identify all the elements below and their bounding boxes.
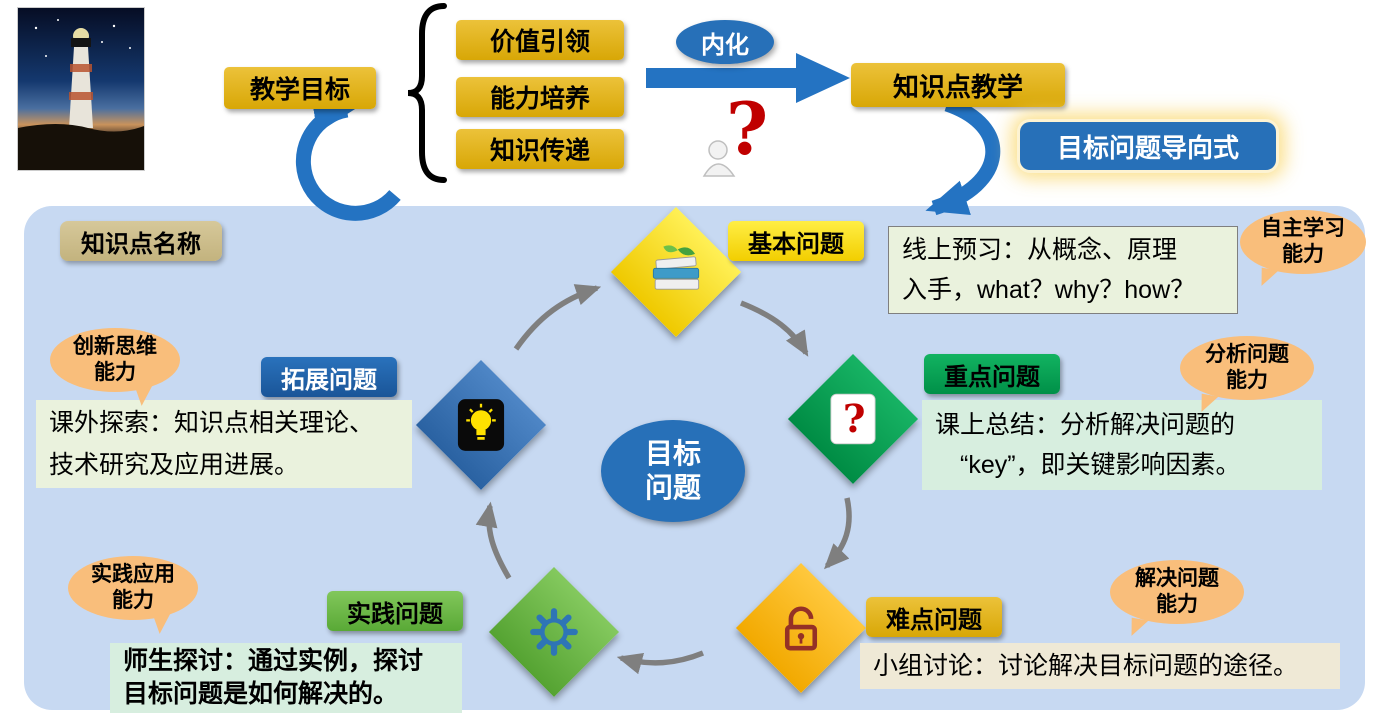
label-practice-problem: 实践问题 (327, 591, 463, 631)
gear-icon (527, 605, 581, 659)
teaching-goal-label: 教学目标 (249, 76, 350, 104)
target-problem-label: 目标 问题 (644, 438, 701, 503)
diamond-basic-problem (610, 206, 742, 338)
knowledge-point-name-label: 知识点名称 (81, 230, 201, 258)
diamond-practice-problem (488, 566, 620, 698)
label-difficult-problem: 难点问题 (866, 597, 1002, 637)
label-difficult-problem-text: 难点问题 (886, 606, 982, 634)
knowledge-teaching-label: 知识点教学 (892, 71, 1023, 102)
lock-icon (779, 603, 823, 653)
goal-item-ability: 能力培养 (456, 77, 624, 117)
label-basic-problem-text: 基本问题 (748, 230, 844, 258)
question-figure-icon: ? (702, 90, 768, 177)
bubble-innovation-ability: 创新思维 能力 (50, 328, 180, 392)
diamond-key-problem: ? (787, 353, 919, 485)
label-extend-problem: 拓展问题 (261, 357, 397, 397)
bulb-icon (457, 398, 505, 452)
svg-text:?: ? (843, 397, 866, 442)
desc-extend-problem: 课外探索：知识点相关理论、 技术研究及应用进展。 (36, 400, 412, 488)
desc-practice-problem: 师生探讨：通过实例，探讨 目标问题是如何解决的。 (110, 643, 462, 713)
bubble-solving-ability: 解决问题 能力 (1110, 560, 1244, 624)
desc-difficult-problem: 小组讨论：讨论解决目标问题的途径。 (860, 643, 1340, 689)
label-key-problem: 重点问题 (924, 354, 1060, 394)
goal-item-value: 价值引领 (456, 20, 624, 60)
desc-key-problem: 课上总结：分析解决问题的 “key”，即关键影响因素。 (922, 400, 1322, 490)
teaching-goal-box: 教学目标 (224, 67, 376, 109)
knowledge-teaching-box: 知识点教学 (851, 63, 1065, 107)
knowledge-point-name-box: 知识点名称 (60, 221, 222, 261)
diamond-difficult-problem (735, 562, 867, 694)
feedback-loop-arrow (295, 97, 401, 221)
lighthouse-photo (18, 8, 144, 170)
diamond-extend-problem (415, 359, 547, 491)
goal-item-ability-label: 能力培养 (489, 85, 590, 113)
label-key-problem-text: 重点问题 (944, 363, 1040, 391)
books-icon (647, 245, 705, 299)
internalize-ellipse: 内化 (676, 20, 774, 64)
brace-icon (407, 3, 447, 183)
bubble-practice-ability: 实践应用 能力 (68, 556, 198, 620)
lighthouse-graphic (18, 8, 144, 170)
method-badge: 目标问题导向式 (1020, 122, 1276, 170)
method-badge-label: 目标问题导向式 (1056, 132, 1239, 163)
internalize-label: 内化 (701, 31, 749, 59)
desc-basic-problem: 线上预习：从概念、原理 入手，what？why？how？ (888, 226, 1238, 314)
question-icon: ? (830, 393, 876, 445)
label-basic-problem: 基本问题 (728, 221, 864, 261)
goal-item-knowledge-label: 知识传递 (489, 137, 590, 165)
target-problem-ellipse: 目标 问题 (601, 420, 745, 522)
into-panel-arrow (925, 96, 1001, 216)
label-practice-problem-text: 实践问题 (347, 600, 443, 628)
bubble-self-learning-ability: 自主学习 能力 (1240, 210, 1366, 274)
goal-item-knowledge: 知识传递 (456, 129, 624, 169)
goal-item-value-label: 价值引领 (489, 28, 590, 56)
bubble-analysis-ability: 分析问题 能力 (1180, 336, 1314, 400)
label-extend-problem-text: 拓展问题 (281, 366, 377, 394)
svg-text:?: ? (726, 90, 768, 171)
